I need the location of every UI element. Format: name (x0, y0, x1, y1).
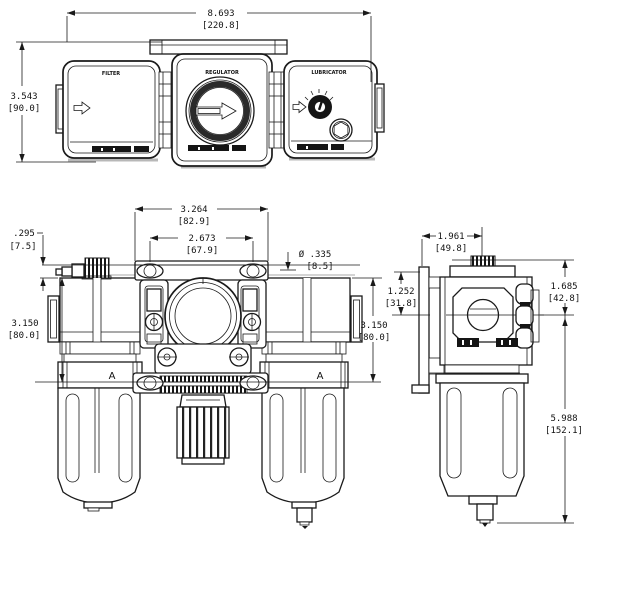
bowl-window (322, 393, 337, 483)
bowl-window (269, 393, 284, 483)
bowl-window (502, 387, 518, 479)
dim-overall-width: 8.693 [220.8] (66, 9, 372, 82)
dim-text-mm: [7.5] (9, 242, 36, 252)
mount-slot (136, 375, 164, 391)
lubricator-label: LUBRICATOR (311, 70, 346, 76)
oil-adjust-dial (304, 89, 334, 119)
lubricator-module-front (259, 277, 363, 529)
dim-text: 3.543 (10, 92, 37, 102)
flow-arrow-icon (73, 101, 91, 115)
top-plate-side (449, 265, 516, 278)
filter-module-top: FILTER (55, 60, 161, 159)
dim-overall-height: 5.988 [152.1] (497, 315, 583, 524)
regulator-front (132, 260, 269, 465)
module-clamp (158, 71, 176, 149)
dim-text: .295 (13, 229, 35, 239)
flow-arrow-icon (195, 102, 237, 120)
lubricator-bowl (261, 387, 345, 504)
dim-text: 1.685 (550, 282, 577, 292)
mount-slot (239, 375, 267, 391)
regulator-label: REGULATOR (205, 70, 239, 76)
dim-top-to-center: 1.685 [42.8] (452, 259, 581, 316)
filter-label: FILTER (102, 71, 120, 77)
part-number-block (188, 145, 229, 151)
clamp-side (515, 283, 534, 305)
lubricator-port-flange (374, 83, 385, 133)
lubricator-drain (296, 507, 313, 523)
dim-text: 1.252 (387, 287, 414, 297)
part-number-block (331, 144, 344, 150)
dim-text: 5.988 (550, 414, 577, 424)
top-mounting-bracket (149, 39, 288, 55)
side-view: 1.961 [49.8] 1.252 [31.8] 1.685 [42.8] 5… (385, 227, 583, 527)
dim-depth: 3.543 [90.0] (8, 41, 162, 163)
mount-slot (136, 263, 164, 279)
dim-side-width: 1.961 [49.8] (421, 232, 482, 266)
part-number-block (297, 144, 328, 150)
bowl-window (65, 393, 80, 483)
lubricator-module-top: LUBRICATOR (283, 60, 385, 159)
dim-text-mm: [67.9] (186, 246, 219, 256)
part-number-block (92, 146, 131, 152)
dim-text: 3.264 (180, 205, 207, 215)
dim-hole-spacing: 2.673 [67.9] (149, 234, 254, 262)
dim-top-offset: .295 [7.5] (9, 229, 58, 291)
bowl-ring (57, 361, 143, 389)
bowl-window (118, 393, 133, 483)
top-view: FILTER REGULATOR (8, 9, 385, 169)
dim-text: 1.961 (437, 232, 464, 242)
dim-text: 2.673 (188, 234, 215, 244)
dim-bracket-offset: 1.252 [31.8] (385, 271, 430, 316)
module-clamp (268, 71, 286, 149)
dim-text: Ø .335 (299, 249, 332, 260)
part-number-block (232, 145, 246, 151)
dim-text-mm: [49.8] (435, 244, 468, 254)
dim-text-mm: [220.8] (202, 21, 240, 31)
dim-text-mm: [31.8] (385, 299, 418, 309)
front-view: A A 3.264 [82.9] 2.673 [67.9] Ø .335 [8.… (8, 205, 391, 529)
dim-text-mm: [80.0] (8, 331, 41, 341)
filter-drain (83, 501, 113, 509)
section-label: A (317, 371, 324, 382)
bowl-ring (259, 361, 349, 389)
side-tab (350, 295, 363, 343)
fill-port (329, 118, 353, 142)
dim-text-mm: [90.0] (8, 104, 41, 114)
dim-text: 3.150 (360, 321, 387, 331)
bowl-side (439, 382, 525, 497)
regulator-module-top: REGULATOR (171, 53, 273, 167)
section-label: A (109, 371, 116, 382)
dim-bracket-width: 3.264 [82.9] (134, 205, 269, 261)
mount-slot (239, 263, 267, 279)
regulator-knob (176, 406, 230, 459)
side-tab (47, 295, 60, 343)
drain-side (476, 503, 494, 521)
dim-hole-dia: Ø .335 [8.5] (280, 249, 334, 272)
dim-text: 3.150 (11, 319, 38, 329)
dim-text-mm: [8.5] (306, 262, 333, 272)
dim-height-left: 3.150 [80.0] (8, 278, 65, 382)
dim-height-right: 3.150 [80.0] (352, 277, 391, 382)
dim-text: 8.693 (207, 9, 234, 19)
adjust-locknut (159, 385, 248, 394)
mounting-plate-edge (418, 266, 430, 394)
filter-cap (84, 257, 110, 279)
bowl-ring-side (435, 373, 529, 384)
dim-text-mm: [82.9] (178, 217, 211, 227)
pilot-fitting (71, 263, 85, 278)
dim-text-mm: [80.0] (358, 333, 391, 343)
bowl-window (446, 387, 462, 479)
flow-arrow-icon (292, 100, 307, 114)
part-number-block (134, 146, 149, 152)
dim-text-mm: [152.1] (545, 426, 583, 436)
dim-text-mm: [42.8] (548, 294, 581, 304)
